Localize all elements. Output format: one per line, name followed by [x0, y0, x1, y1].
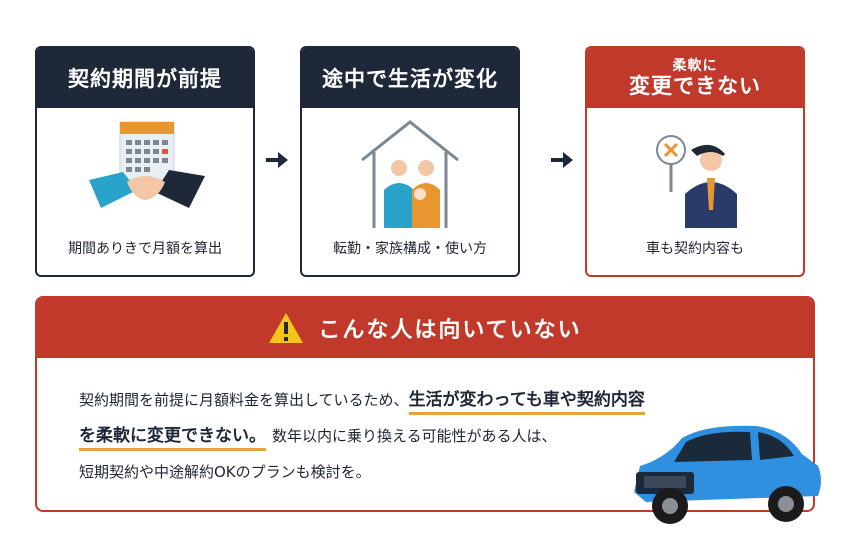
arrow-right-icon [266, 152, 288, 168]
card-contract-period: 契約期間が前提 期間ありきで月額を算出 [35, 46, 255, 277]
panel-highlight: を柔軟に変更できない。 [79, 426, 266, 451]
panel-line-2: を柔軟に変更できない。数年以内に乗り換える可能性がある人は、 [79, 418, 769, 454]
card-caption: 転勤・家族構成・使い方 [333, 241, 487, 257]
card-caption: 期間ありきで月額を算出 [68, 241, 222, 257]
panel-text: 数年以内に乗り換える可能性がある人は、 [272, 427, 557, 445]
arrow-right-icon [551, 152, 573, 168]
card-title-small: 柔軟に [672, 57, 718, 74]
card-caption: 車も契約内容も [646, 241, 744, 257]
panel-highlight: 生活が変わっても車や契約内容 [408, 390, 645, 415]
card-title: 途中で生活が変化 [302, 48, 518, 108]
card-title-big: 変更できない [629, 73, 761, 98]
panel-text: 契約期間を前提に月額料金を算出しているため、 [79, 391, 409, 409]
warning-panel: こんな人は向いていない 契約期間を前提に月額料金を算出しているため、生活が変わっ… [35, 296, 815, 512]
card-inflexible: 柔軟に 変更できない 車も契約内容も [585, 46, 805, 277]
family-house-icon [361, 120, 459, 228]
panel-body: 契約期間を前提に月額料金を算出しているため、生活が変わっても車や契約内容 を柔軟… [79, 382, 769, 490]
businessman-cross-icon [656, 135, 737, 228]
card-title: 柔軟に 変更できない [587, 48, 803, 108]
panel-line-3: 短期契約や中途解約OKのプランも検討を。 [79, 463, 371, 481]
calendar-handshake-icon [89, 121, 205, 208]
panel-header: こんな人は向いていない [37, 298, 813, 358]
card-life-change: 途中で生活が変化 転勤・家族構成・使い方 [300, 46, 520, 277]
card-title: 契約期間が前提 [37, 48, 253, 108]
panel-title: こんな人は向いていない [318, 318, 582, 343]
suv-car-image [634, 425, 821, 524]
warning-icon [269, 313, 304, 343]
panel-line-1: 契約期間を前提に月額料金を算出しているため、生活が変わっても車や契約内容 [79, 382, 769, 418]
